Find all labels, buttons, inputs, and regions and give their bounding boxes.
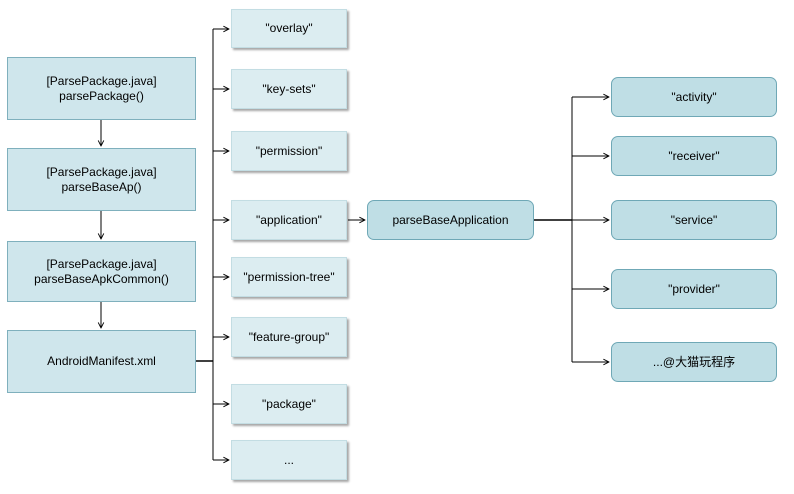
tag-feature-group-label: "feature-group" [248,329,330,344]
tag-feature-group-node: "feature-group" [231,317,347,357]
parse-base-apk-common-node: [ParsePackage.java] parseBaseApkCommon() [7,241,196,302]
tag-more-label: ... [283,452,294,467]
tag-permission-tree-label: "permission-tree" [243,269,335,284]
parse-package-file-label: [ParsePackage.java] [46,73,157,88]
tag-key-sets-label: "key-sets" [262,81,316,96]
component-service-label: "service" [670,212,718,227]
parse-base-ap-method-label: parseBaseAp() [61,179,142,194]
component-provider-label: "provider" [668,281,720,296]
tag-package-label: "package" [262,396,316,411]
tag-permission-node: "permission" [231,131,347,171]
component-service-node: "service" [611,200,777,240]
tag-application-label: "application" [256,212,322,227]
android-manifest-label: AndroidManifest.xml [47,354,156,368]
tag-package-node: "package" [231,384,347,424]
tag-overlay-label: "overlay" [265,21,313,35]
tag-permission-tree-node: "permission-tree" [231,257,347,297]
parse-base-ap-file-label: [ParsePackage.java] [46,164,157,179]
component-more-label: ...@大猫玩程序 [652,354,736,369]
component-activity-label: "activity" [671,89,717,104]
tag-permission-label: "permission" [255,143,323,158]
parse-base-ap-node: [ParsePackage.java] parseBaseAp() [7,148,196,211]
parse-package-method-label: parsePackage() [59,88,144,103]
component-activity-node: "activity" [611,77,777,117]
parse-base-application-label: parseBaseApplication [392,212,509,227]
parse-base-apk-common-method-label: parseBaseApkCommon() [34,271,169,286]
tag-key-sets-node: "key-sets" [231,69,347,109]
tag-application-node: "application" [231,200,347,240]
component-provider-node: "provider" [611,269,777,309]
component-more-node: ...@大猫玩程序 [611,342,777,382]
parse-base-apk-common-file-label: [ParsePackage.java] [46,256,157,271]
component-receiver-node: "receiver" [611,136,777,176]
tag-overlay-node: "overlay" [231,9,347,48]
parse-package-node: [ParsePackage.java] parsePackage() [7,57,196,120]
parse-base-application-node: parseBaseApplication [367,200,534,240]
android-manifest-node: AndroidManifest.xml [7,330,196,393]
tag-more-node: ... [231,440,347,480]
component-receiver-label: "receiver" [668,148,720,163]
